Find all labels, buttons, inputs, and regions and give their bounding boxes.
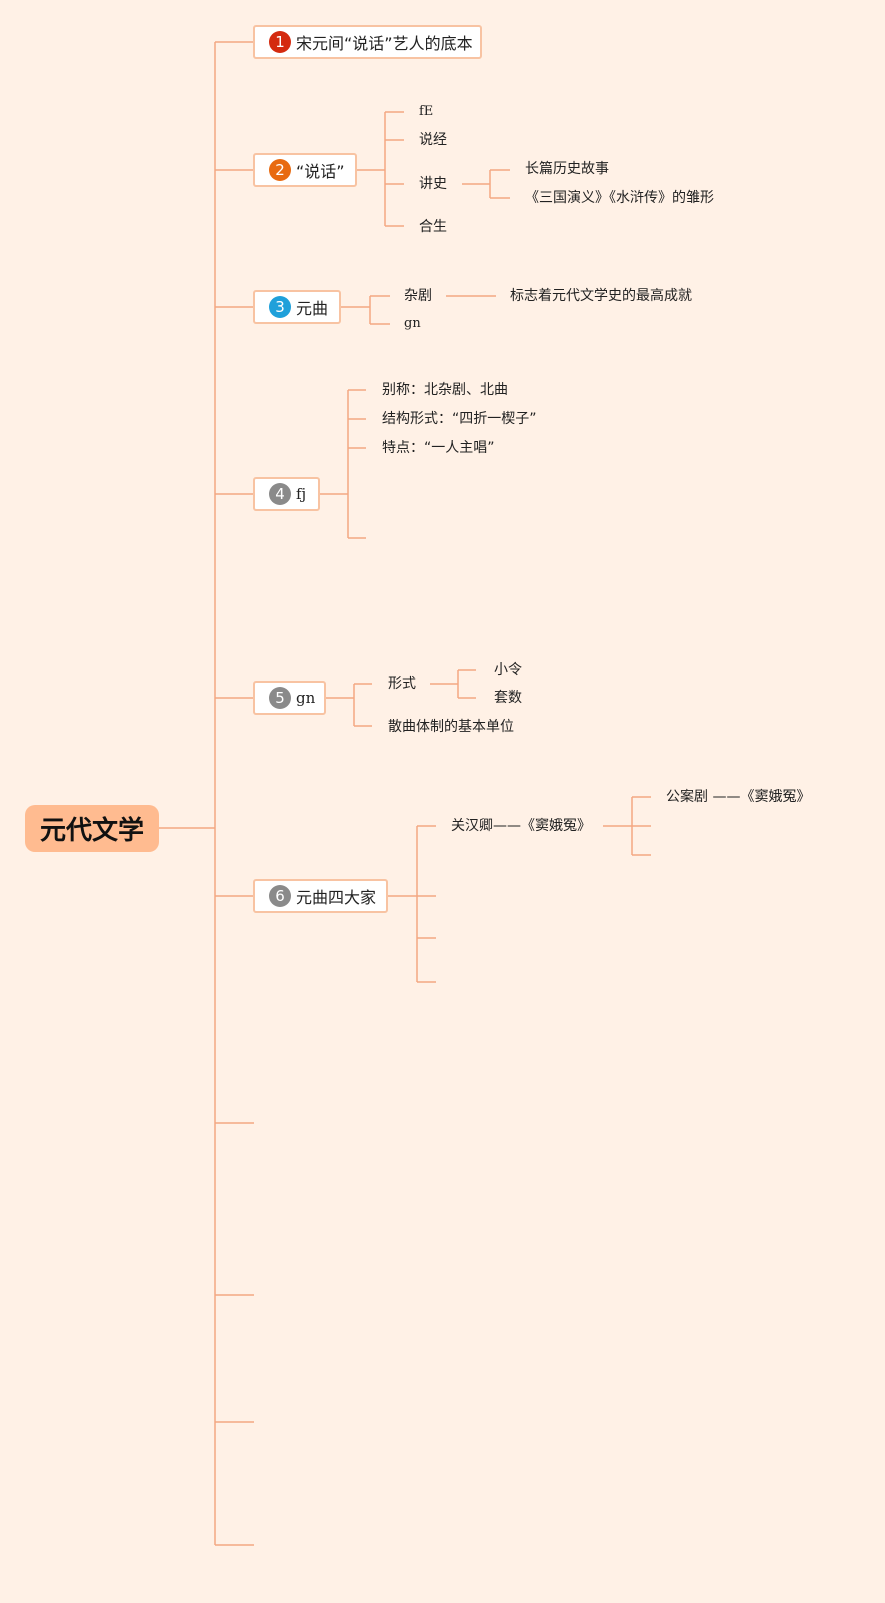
branch-4-node[interactable]: 4 fj <box>253 477 320 511</box>
branch-6-node[interactable]: 6 元曲四大家 <box>253 879 388 913</box>
branch-1-node[interactable]: 1 宋元间“说话”艺人的底本 <box>253 25 482 59</box>
shuohua-item-1[interactable]: fE <box>419 104 434 119</box>
sidajia-guan-child[interactable]: 公案剧 ——《窦娥冤》 <box>666 789 811 805</box>
gn-xingshi[interactable]: 形式 <box>388 676 416 692</box>
fj-item-2[interactable]: 结构形式：“四折一楔子” <box>382 411 537 427</box>
branch-3-node[interactable]: 3 元曲 <box>253 290 341 324</box>
root-node[interactable]: 元代文学 <box>25 805 159 852</box>
yuanqu-zaju-note[interactable]: 标志着元代文学史的最高成就 <box>510 288 692 304</box>
fj-item-3[interactable]: 特点：“一人主唱” <box>382 440 495 456</box>
branch-5-node[interactable]: 5 gn <box>253 681 326 715</box>
number-badge-3: 3 <box>269 296 291 318</box>
branch-2-label: “说话” <box>296 162 345 181</box>
yuanqu-gn[interactable]: gn <box>404 316 421 331</box>
shuohua-item-3[interactable]: 讲史 <box>419 176 447 192</box>
number-badge-4: 4 <box>269 483 291 505</box>
gn-unit[interactable]: 散曲体制的基本单位 <box>388 719 514 735</box>
yuanqu-zaju[interactable]: 杂剧 <box>404 288 432 304</box>
number-badge-5: 5 <box>269 687 291 709</box>
number-badge-1: 1 <box>269 31 291 53</box>
branch-2-node[interactable]: 2 “说话” <box>253 153 357 187</box>
jiangshi-item-2[interactable]: 《三国演义》《水浒传》的雏形 <box>525 190 714 206</box>
shuohua-item-2[interactable]: 说经 <box>419 132 447 148</box>
gn-form-1[interactable]: 小令 <box>494 662 522 678</box>
sidajia-guan[interactable]: 关汉卿——《窦娥冤》 <box>451 818 591 834</box>
branch-6-label: 元曲四大家 <box>296 888 377 907</box>
gn-form-2[interactable]: 套数 <box>494 690 522 706</box>
number-badge-2: 2 <box>269 159 291 181</box>
branch-4-label: fj <box>296 485 307 503</box>
branch-5-label: gn <box>296 689 316 707</box>
number-badge-6: 6 <box>269 885 291 907</box>
fj-item-1[interactable]: 别称：北杂剧、北曲 <box>382 382 508 398</box>
shuohua-item-4[interactable]: 合生 <box>419 219 447 235</box>
branch-1-label: 宋元间“说话”艺人的底本 <box>296 34 473 53</box>
jiangshi-item-1[interactable]: 长篇历史故事 <box>525 161 609 177</box>
branch-3-label: 元曲 <box>296 299 329 318</box>
